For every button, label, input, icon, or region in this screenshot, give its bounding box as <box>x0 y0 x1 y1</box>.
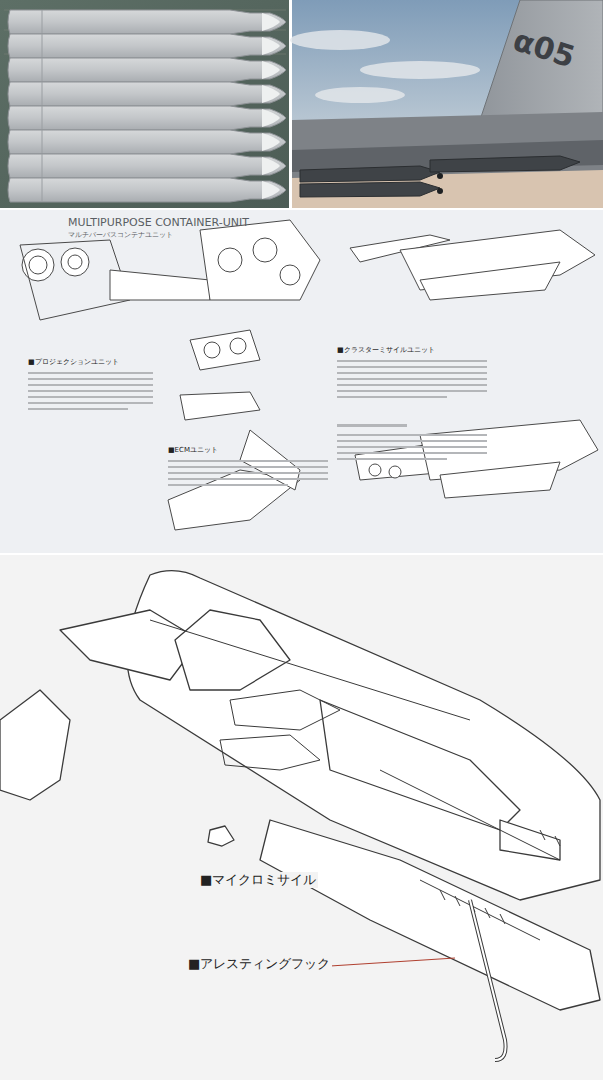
part-label: ■アレスティングフック <box>186 956 332 972</box>
tail-marking: α05 <box>509 22 579 76</box>
section-heading: ■プロジェクションユニット <box>28 358 119 366</box>
page-heading: MULTIPURPOSE CONTAINER-UNIT <box>68 216 249 229</box>
part-label: ■マイクロミサイル <box>198 872 318 888</box>
section-heading: ■クラスターミサイルユニット <box>337 346 435 354</box>
section-heading: ■ECMユニット <box>168 446 218 454</box>
page-subheading: マルチパーパスコンテナユニット <box>68 231 173 239</box>
